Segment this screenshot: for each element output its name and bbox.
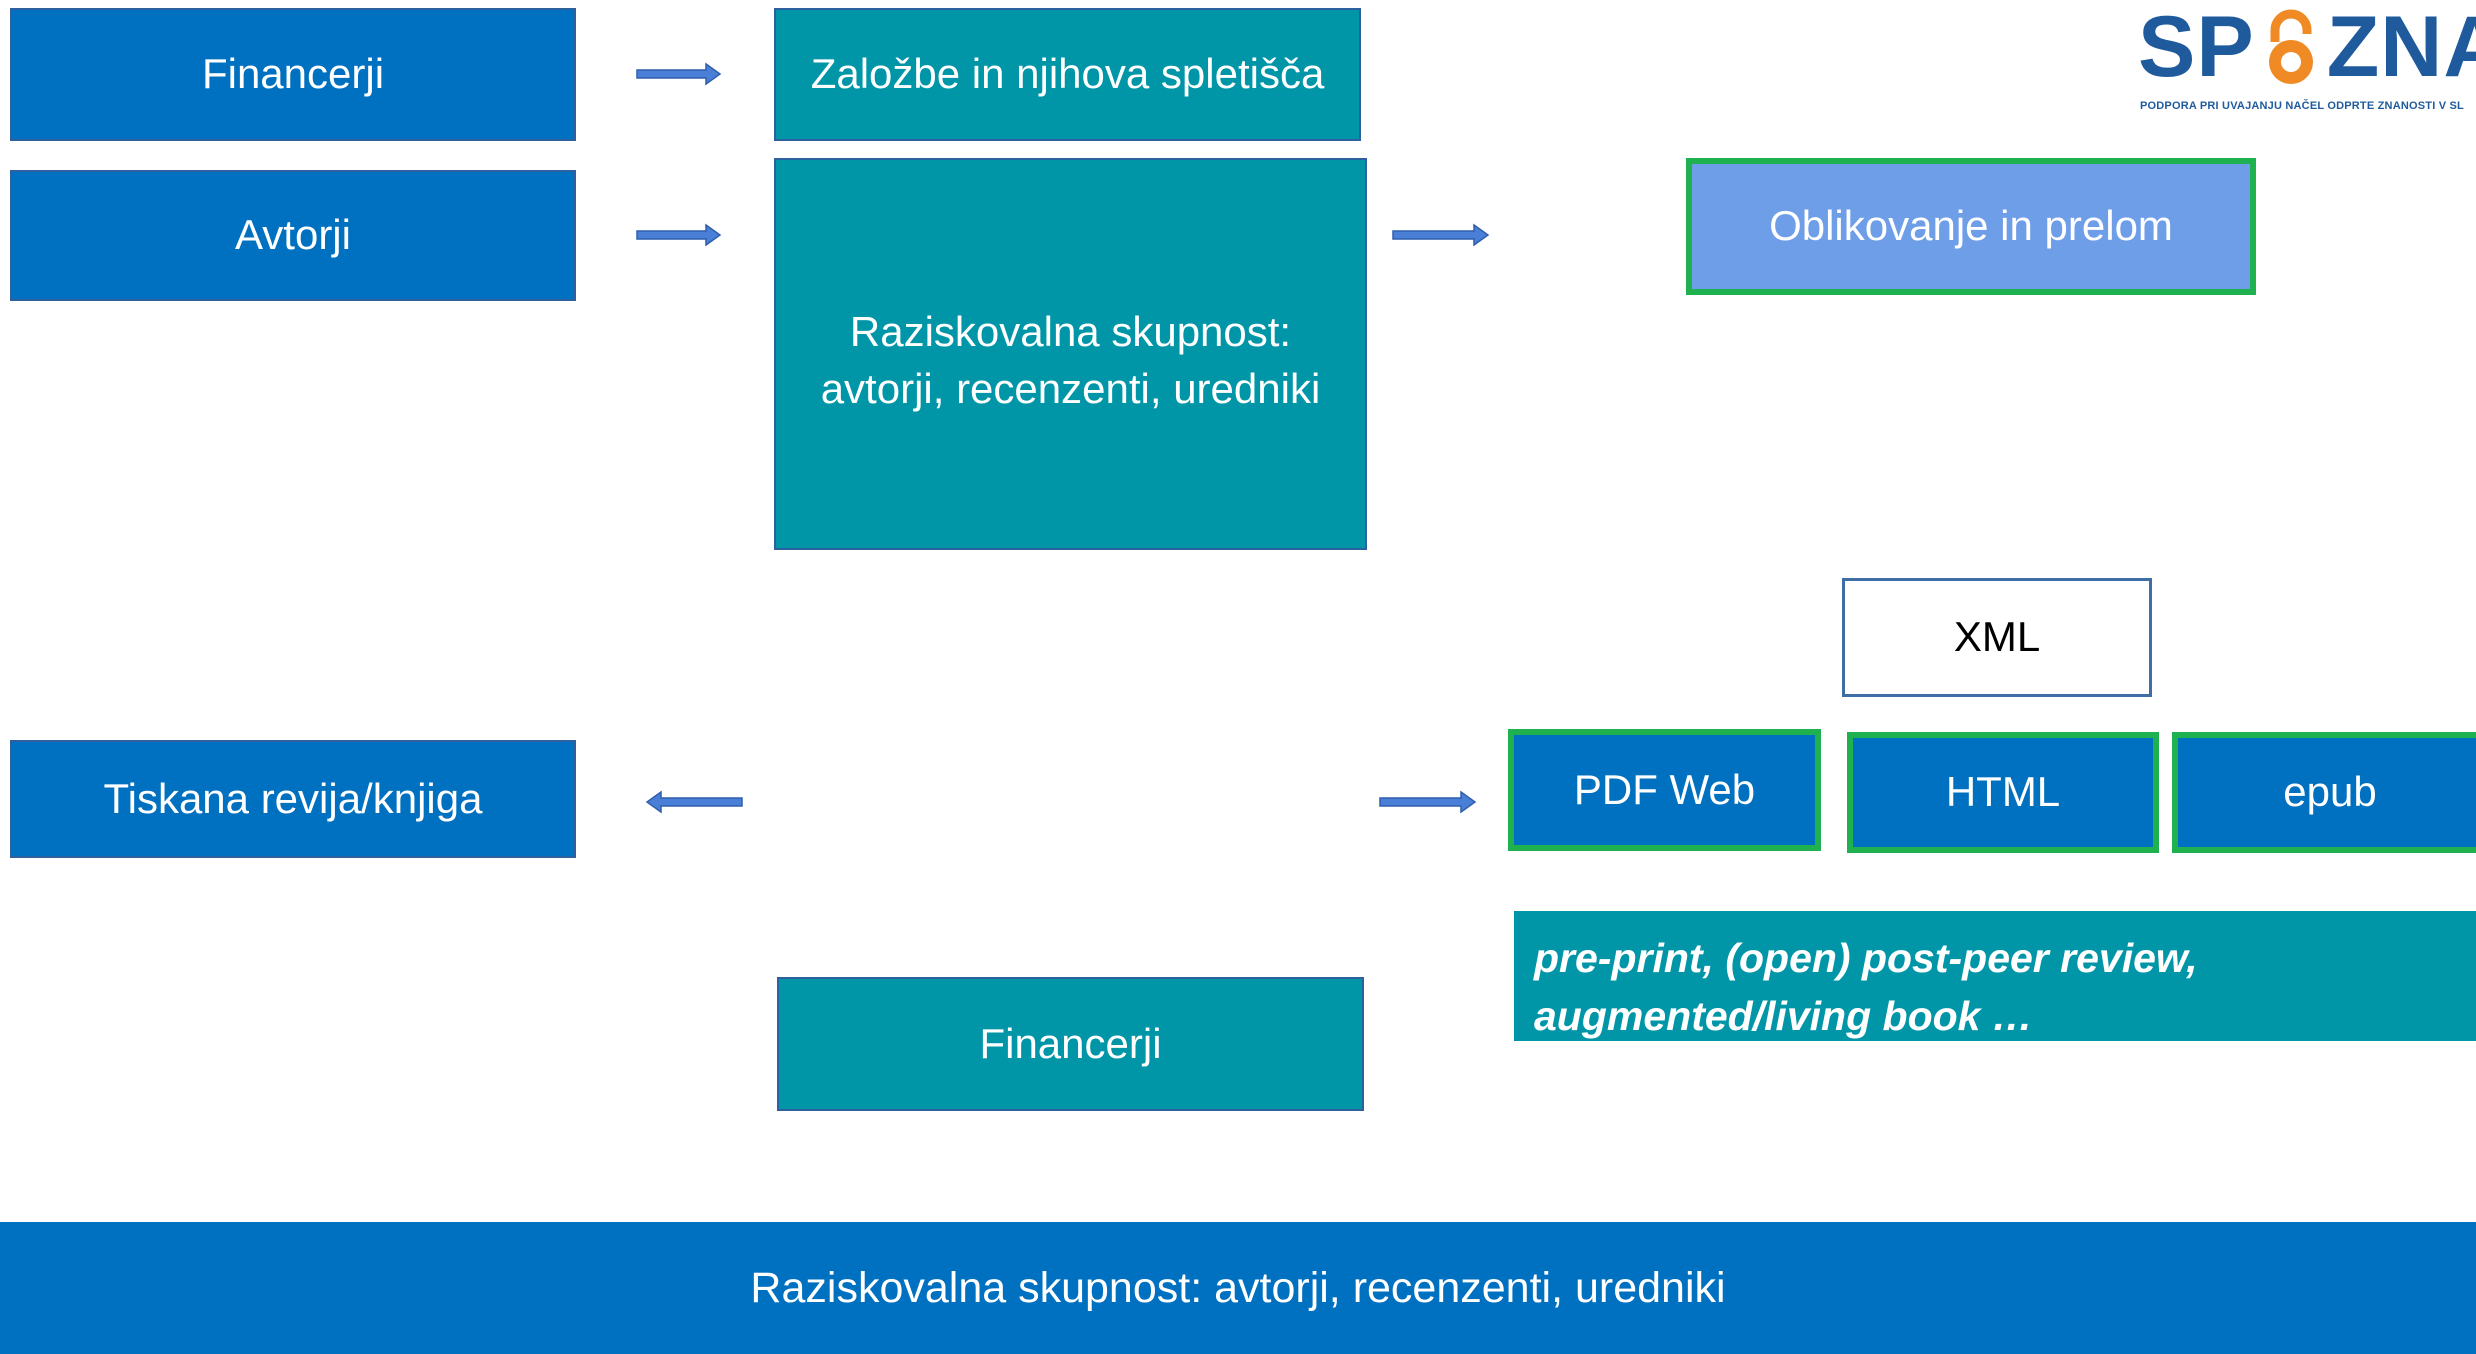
epub-box: epub <box>2172 732 2476 853</box>
spozna-logo-word: SP ZNA <box>2138 4 2476 90</box>
arrow-funders-to-publishers-icon <box>636 62 722 86</box>
print-box: Tiskana revija/knjiga <box>10 740 576 858</box>
research-community-line2: avtorji, recenzenti, uredniki <box>820 364 1321 412</box>
html-box: HTML <box>1847 732 2159 853</box>
authors-box: Avtorji <box>10 170 576 301</box>
publishers-box: Založbe in njihova spletišča <box>774 8 1361 141</box>
research-community-line1: Raziskovalna skupnost: <box>849 308 1292 355</box>
arrow-authors-to-research-icon <box>636 223 722 247</box>
epub-label: epub <box>2283 768 2377 816</box>
html-label: HTML <box>1945 768 2061 816</box>
note-line-2: augmented/living book … <box>1534 993 2033 1039</box>
open-lock-o-icon <box>2255 9 2327 90</box>
publishers-label: Založbe in njihova spletišča <box>810 50 1325 98</box>
logo-word-part-b: ZNA <box>2326 0 2476 95</box>
funders-label-left: Financerji <box>201 50 385 98</box>
layout-design-label: Oblikovanje in prelom <box>1769 202 2173 250</box>
xml-label: XML <box>1953 613 2041 661</box>
footer-label: Raziskovalna skupnost: avtorji, recenzen… <box>750 1263 1726 1312</box>
arrow-research-to-layout-icon <box>1392 223 1490 247</box>
publication-models-note: pre-print, (open) post-peer review, augm… <box>1514 911 2476 1041</box>
authors-label: Avtorji <box>235 211 351 259</box>
pdf-web-box: PDF Web <box>1508 729 1821 851</box>
xml-box: XML <box>1842 578 2152 697</box>
funders-label-center: Financerji <box>979 1019 1162 1067</box>
print-label: Tiskana revija/knjiga <box>103 774 483 822</box>
funders-box-center: Financerji <box>777 977 1364 1111</box>
note-line-1: pre-print, (open) post-peer review, <box>1534 935 2198 981</box>
spozna-logo: SP ZNA PODPORA PRI UVAJANJU NAČEL ODPRTE… <box>2138 0 2476 120</box>
funders-box-left: Financerji <box>10 8 576 141</box>
arrow-to-pdf-web-icon <box>1379 790 1477 814</box>
logo-tagline: PODPORA PRI UVAJANJU NAČEL ODPRTE ZNANOS… <box>2140 100 2464 112</box>
pdf-web-label: PDF Web <box>1573 765 1756 813</box>
footer-research-community-bar: Raziskovalna skupnost: avtorji, recenzen… <box>0 1222 2476 1354</box>
research-community-box: Raziskovalna skupnost: avtorji, recenzen… <box>774 158 1367 550</box>
layout-design-box: Oblikovanje in prelom <box>1686 158 2256 295</box>
logo-word-part-a: SP <box>2138 0 2255 95</box>
arrow-to-print-icon <box>645 790 743 814</box>
